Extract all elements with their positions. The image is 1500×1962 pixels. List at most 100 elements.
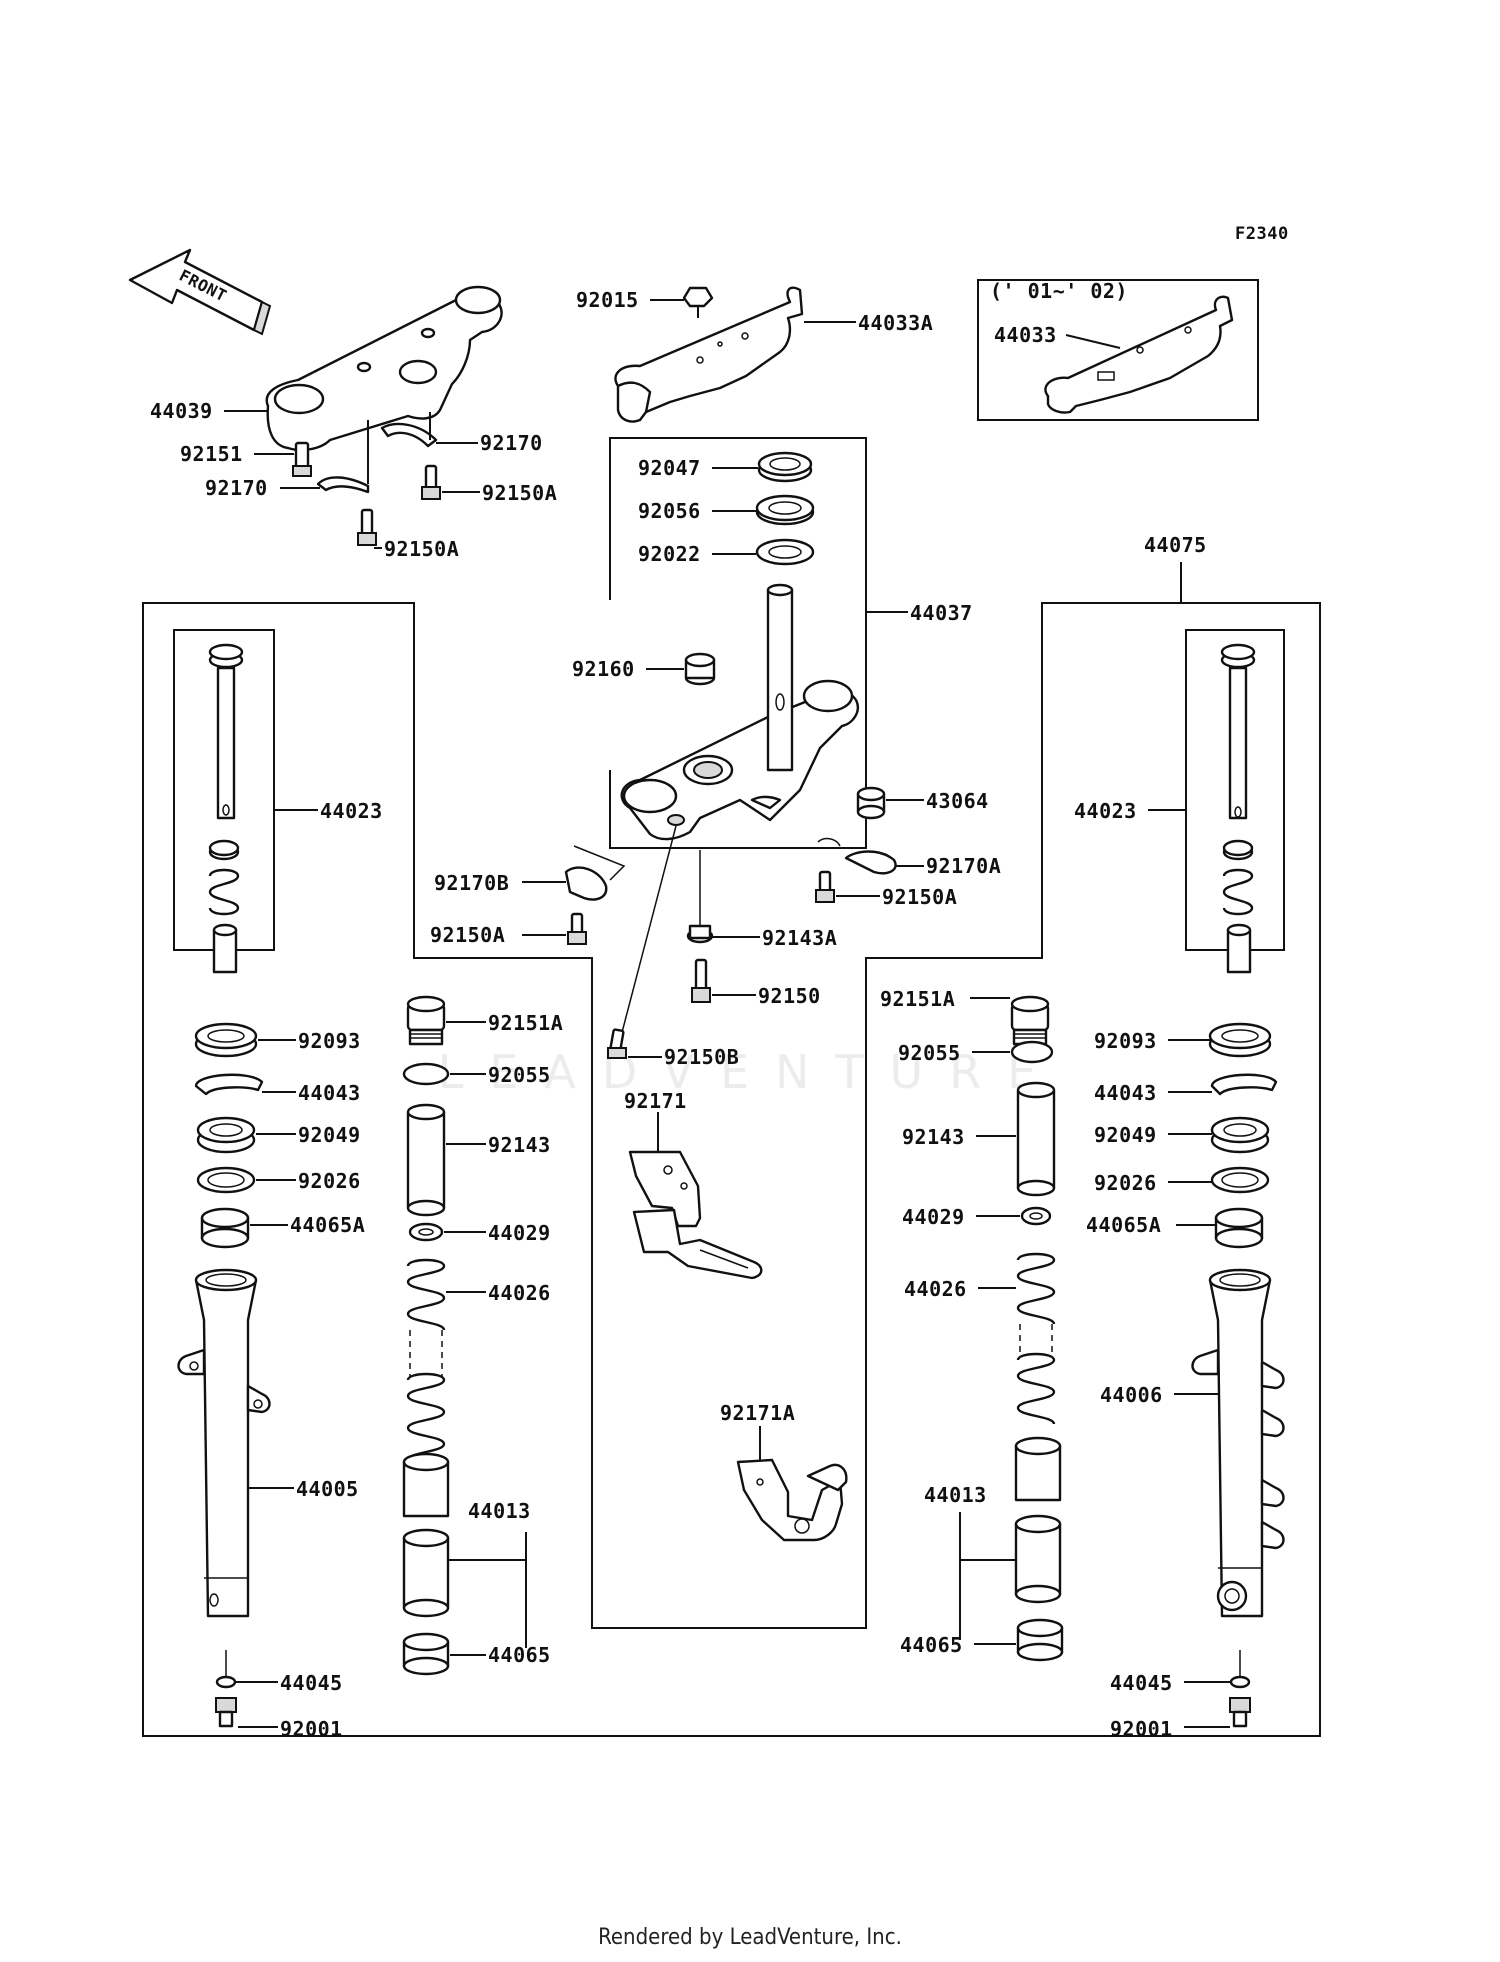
left-outer-tube-44005-part[interactable] (177, 1268, 271, 1618)
left-seal-92049-part[interactable] (196, 1116, 256, 1154)
label-L44023: 44023 (320, 799, 383, 823)
label-R92151A: 92151A (880, 987, 955, 1011)
right-bushing-44013-part[interactable] (1014, 1436, 1062, 1604)
left-bolt-92001-part[interactable] (215, 1697, 237, 1728)
bolt-92150A-4-part[interactable] (567, 912, 587, 945)
cap-43064-part[interactable] (856, 786, 886, 820)
bolt-92151-part[interactable] (292, 441, 312, 477)
left-damper-rod-44023-part[interactable] (208, 643, 244, 974)
left-clip-44043-part[interactable] (194, 1073, 264, 1096)
right-spring-44026-part[interactable] (1016, 1252, 1056, 1425)
left-bushing-44065A-part[interactable] (200, 1207, 250, 1249)
footer-credit: Rendered by LeadVenture, Inc. (598, 1925, 902, 1950)
label-44037: 44037 (910, 601, 973, 625)
clip-92170A-part[interactable] (817, 837, 897, 875)
left-spacer-92143-part[interactable] (406, 1103, 446, 1217)
label-R44065: 44065 (900, 1633, 963, 1657)
right-bushing-44065-part[interactable] (1016, 1618, 1064, 1662)
fork-group-box (142, 602, 1321, 1737)
right-cap-bolt-92151A-part[interactable] (1010, 995, 1050, 1046)
bracket-92171A-part[interactable] (736, 1458, 848, 1542)
label-92170A: 92170A (926, 854, 1001, 878)
bolt-92150B-part[interactable] (607, 1028, 627, 1059)
screw-92143A-part[interactable] (686, 924, 714, 944)
label-44039: 44039 (150, 399, 213, 423)
label-R92026: 92026 (1094, 1171, 1157, 1195)
right-washer-92026-part[interactable] (1210, 1166, 1270, 1194)
label-R92049: 92049 (1094, 1123, 1157, 1147)
year-note: (' 01~' 02) (990, 279, 1128, 303)
label-92143A: 92143A (762, 926, 837, 950)
label-44075: 44075 (1144, 533, 1207, 557)
label-92171: 92171 (624, 1089, 687, 1113)
left-spring-44026-part[interactable] (406, 1258, 446, 1461)
label-92171A: 92171A (720, 1401, 795, 1425)
label-92056: 92056 (638, 499, 701, 523)
left-cap-bolt-92151A-part[interactable] (406, 995, 446, 1046)
right-spacer-92143-part[interactable] (1016, 1081, 1056, 1197)
right-seal-92093-part[interactable] (1208, 1022, 1272, 1058)
clip-92170B-part[interactable] (564, 866, 608, 901)
clip-92170-left-part[interactable] (316, 420, 370, 494)
label-R44006: 44006 (1100, 1383, 1163, 1407)
bolt-92150A-1-part[interactable] (421, 464, 441, 500)
label-R92055: 92055 (898, 1041, 961, 1065)
label-L92026: 92026 (298, 1169, 361, 1193)
label-L44026: 44026 (488, 1281, 551, 1305)
label-92150A-1: 92150A (482, 481, 557, 505)
label-R92143: 92143 (902, 1125, 965, 1149)
label-92160: 92160 (572, 657, 635, 681)
left-seal-92093-part[interactable] (194, 1022, 258, 1058)
label-92047: 92047 (638, 456, 701, 480)
label-92150A-2: 92150A (384, 537, 459, 561)
watermark: LEADVENTURE (437, 1045, 1063, 1099)
left-o-ring-92055-part[interactable] (402, 1062, 450, 1086)
stem-bracket-44037-part[interactable] (620, 583, 859, 841)
label-92170-left: 92170 (205, 476, 268, 500)
bolt-92150A-3-part[interactable] (815, 870, 835, 903)
nut-92015-part[interactable] (682, 286, 714, 318)
right-seal-92049-part[interactable] (1210, 1116, 1270, 1154)
right-clip-44043-part[interactable] (1210, 1073, 1278, 1096)
left-washer-92026-part[interactable] (196, 1166, 256, 1194)
right-bushing-44065A-part[interactable] (1214, 1207, 1264, 1249)
right-outer-tube-44006-part[interactable] (1191, 1268, 1285, 1618)
cap-92160-part[interactable] (684, 652, 716, 686)
right-o-ring-92055-part[interactable] (1010, 1040, 1054, 1064)
label-92150A-3: 92150A (882, 885, 957, 909)
cover-44033-part[interactable] (1044, 295, 1234, 414)
label-L92001: 92001 (280, 1717, 343, 1741)
label-44033A: 44033A (858, 311, 933, 335)
left-bushing-44065-part[interactable] (402, 1632, 450, 1676)
label-L44045: 44045 (280, 1671, 343, 1695)
label-L92055: 92055 (488, 1063, 551, 1087)
nut-92047-part[interactable] (757, 451, 813, 483)
upper-bracket-part[interactable] (265, 285, 503, 452)
washer-92056-part[interactable] (755, 494, 815, 526)
right-washer-44045-part[interactable] (1229, 1650, 1251, 1689)
right-bolt-92001-part[interactable] (1229, 1697, 1251, 1728)
label-92015: 92015 (576, 288, 639, 312)
clip-92170-right-part[interactable] (380, 412, 438, 448)
cover-44033A-part[interactable] (614, 286, 804, 423)
left-bushing-44013-part[interactable] (402, 1452, 450, 1618)
left-washer-44045-part[interactable] (215, 1650, 237, 1689)
bracket-92171-part[interactable] (628, 1150, 763, 1280)
washer-92022-part[interactable] (755, 538, 815, 566)
label-92170-right: 92170 (480, 431, 543, 455)
label-92170B: 92170B (434, 871, 509, 895)
bolt-92150A-2-part[interactable] (357, 508, 377, 546)
label-R44065A: 44065A (1086, 1213, 1161, 1237)
label-L92093: 92093 (298, 1029, 361, 1053)
label-R44023: 44023 (1074, 799, 1137, 823)
bolt-92150-part[interactable] (691, 958, 711, 1003)
label-92150: 92150 (758, 984, 821, 1008)
front-direction-arrow: FRONT (128, 248, 272, 336)
figure-code: F2340 (1235, 224, 1289, 244)
left-washer-44029-part[interactable] (408, 1222, 444, 1242)
label-L44065A: 44065A (290, 1213, 365, 1237)
right-damper-rod-44023-part[interactable] (1220, 643, 1256, 974)
right-washer-44029-part[interactable] (1020, 1206, 1052, 1226)
